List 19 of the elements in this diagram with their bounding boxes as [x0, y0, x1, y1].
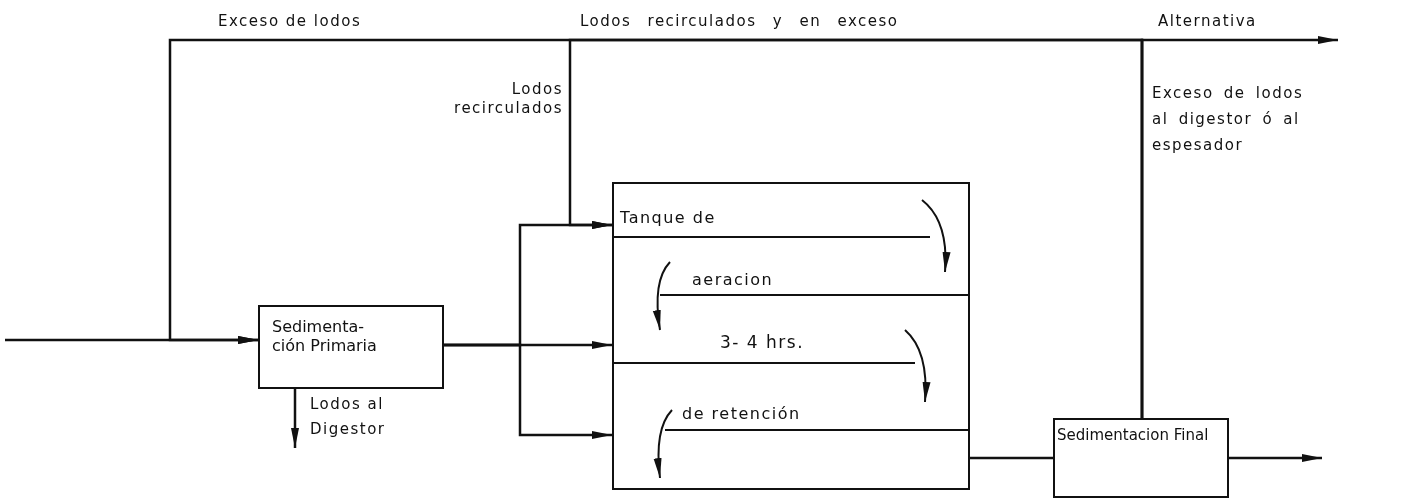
node-text: Sedimenta- ción Primaria [272, 317, 378, 355]
flow-note: Lodos recirculados y en exceso [580, 12, 900, 31]
node-text: de retención [682, 406, 802, 422]
process-box [1053, 418, 1229, 498]
node-text: 3- 4 hrs. [720, 334, 806, 350]
flow-note: Exceso de lodos al digestor ó al espesador [1152, 83, 1305, 156]
node-text: Sedimentacion Final [1057, 426, 1210, 445]
flow-arrow [1140, 36, 1338, 418]
process-box [258, 305, 444, 389]
edge-label: Lodos al Digestor [310, 394, 387, 440]
flow-arrow [1229, 454, 1322, 462]
aeration-tank-box [612, 182, 970, 490]
node-text: aeracion [692, 272, 775, 288]
flow-arrow [291, 389, 299, 448]
edge-label: Exceso de lodos [218, 12, 363, 31]
flow-arrow [444, 343, 612, 439]
node-text: Tanque de [620, 210, 717, 226]
edge-label: Alternativa [1158, 12, 1258, 31]
edge-label: Lodos recirculados [453, 80, 563, 118]
